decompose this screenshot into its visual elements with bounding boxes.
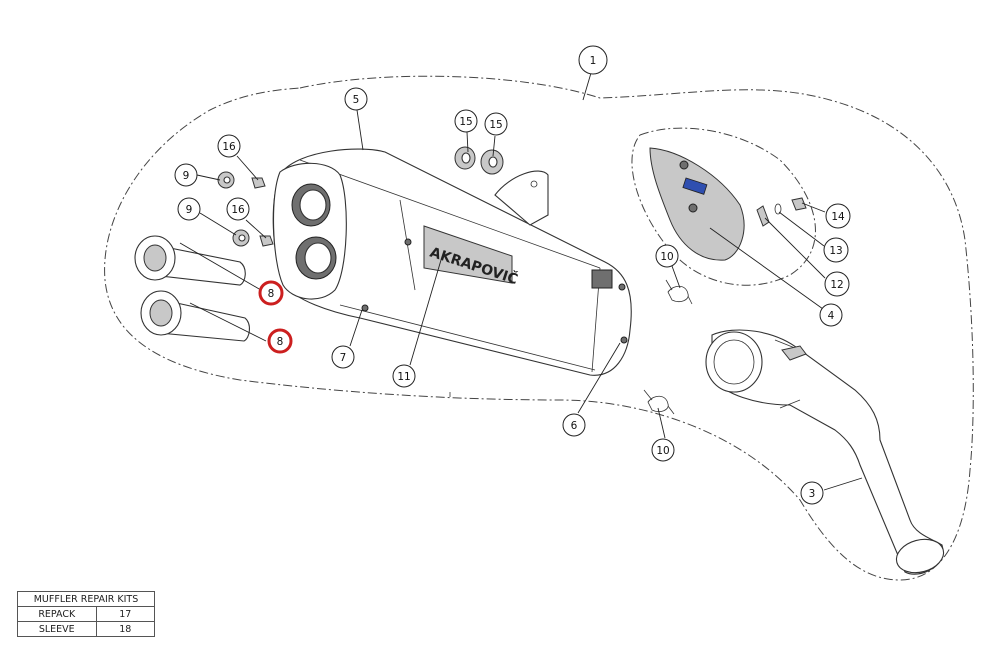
callout-4: 4: [819, 303, 843, 327]
svg-text:10: 10: [656, 445, 669, 457]
svg-text:4: 4: [828, 310, 835, 322]
kit-number-repack: 17: [95, 606, 156, 622]
table-row: SLEEVE 18: [17, 621, 156, 637]
svg-text:15: 15: [459, 116, 472, 128]
repair-kits-table: MUFFLER REPAIR KITS REPACK 17 SLEEVE 18: [17, 591, 156, 637]
springs: [643, 279, 693, 415]
svg-text:13: 13: [829, 245, 842, 257]
callout-11: 11: [392, 364, 416, 388]
callout-8-top: 8: [258, 280, 284, 306]
svg-text:16: 16: [231, 204, 245, 216]
callout-16-top: 16: [217, 134, 241, 158]
callout-6: 6: [562, 413, 586, 437]
callout-3: 3: [800, 481, 824, 505]
link-pipe: [705, 329, 945, 575]
heat-shield: [649, 147, 807, 261]
callout-14: 14: [825, 203, 851, 229]
svg-text:1: 1: [590, 55, 597, 67]
kit-number-sleeve: 18: [95, 621, 156, 637]
washers-and-bolts: [217, 171, 274, 247]
grommet-parts: [454, 146, 504, 175]
leader-lines: [179, 72, 863, 491]
svg-text:12: 12: [830, 279, 843, 291]
callout-8-bottom: 8: [267, 328, 293, 354]
svg-text:7: 7: [340, 352, 347, 364]
callout-1: 1: [578, 45, 608, 75]
callout-10-bottom: 10: [651, 438, 675, 462]
table-row: REPACK 17: [17, 606, 156, 622]
assembly-outline: [104, 75, 974, 581]
outlet-inserts: [134, 235, 250, 342]
callout-12: 12: [824, 271, 850, 297]
callout-15-left: 15: [454, 109, 478, 133]
callout-9-top: 9: [174, 163, 198, 187]
callout-9-bottom: 9: [177, 197, 201, 221]
svg-text:15: 15: [489, 119, 502, 131]
svg-text:8: 8: [277, 336, 284, 348]
callout-16-bottom: 16: [226, 197, 250, 221]
svg-text:8: 8: [268, 288, 275, 300]
callout-5: 5: [344, 87, 368, 111]
callout-10-top: 10: [655, 244, 679, 268]
callout-15-right: 15: [484, 112, 508, 136]
callout-13: 13: [823, 237, 849, 263]
repair-kits-header-row: MUFFLER REPAIR KITS: [17, 591, 155, 607]
svg-text:5: 5: [353, 94, 360, 106]
kit-name-repack: REPACK: [17, 606, 97, 622]
svg-text:6: 6: [571, 420, 578, 432]
svg-text:11: 11: [397, 371, 410, 383]
muffler-body: AKRAPOVIČ: [272, 148, 632, 376]
repair-kits-title: MUFFLER REPAIR KITS: [17, 591, 155, 607]
svg-text:3: 3: [809, 488, 816, 500]
svg-text:10: 10: [660, 251, 673, 263]
mounting-bracket: [494, 170, 549, 226]
svg-text:14: 14: [831, 211, 845, 223]
kit-name-sleeve: SLEEVE: [17, 621, 97, 637]
callout-7: 7: [331, 345, 355, 369]
svg-text:16: 16: [222, 141, 236, 153]
svg-text:9: 9: [186, 204, 193, 216]
svg-text:9: 9: [183, 170, 190, 182]
